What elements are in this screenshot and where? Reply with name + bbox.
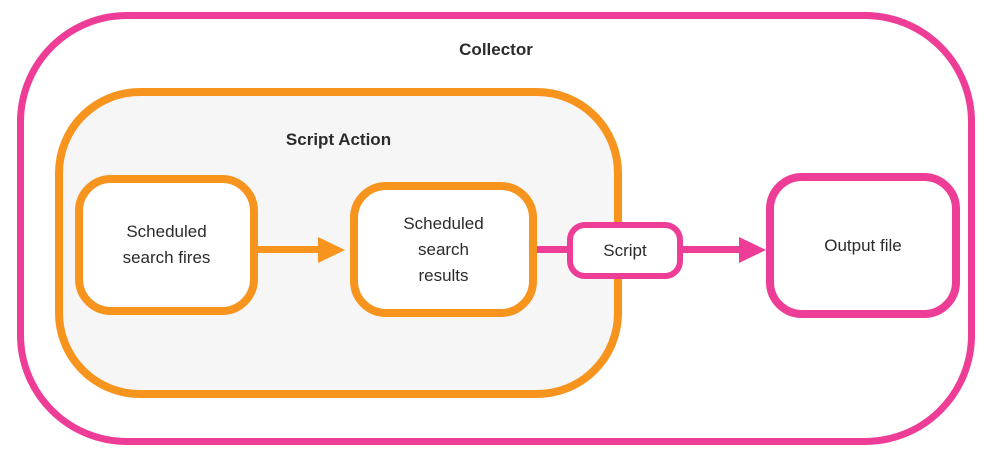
- node-script: Script: [567, 222, 683, 279]
- collector-container: Collector: [17, 12, 975, 445]
- node-scheduled-search-fires-label: Scheduled search fires: [122, 222, 211, 267]
- node-scheduled-search-fires: Scheduled search fires: [75, 175, 258, 315]
- node-scheduled-search-results: Scheduled search results: [350, 182, 537, 317]
- arrow-fires-to-results-head: [318, 237, 345, 263]
- arrow-fires-to-results-line: [256, 246, 320, 253]
- node-script-label: Script: [603, 240, 647, 260]
- script-action-label: Script Action: [285, 130, 392, 149]
- arrow-script-to-output-head: [739, 237, 766, 263]
- node-output-file-label: Output file: [824, 235, 902, 255]
- arrow-script-to-output-line: [681, 246, 741, 253]
- node-output-file: Output file: [766, 173, 960, 318]
- node-scheduled-search-results-label: Scheduled search results: [403, 213, 484, 285]
- connector-results-to-script-line: [529, 246, 571, 253]
- collector-label: Collector: [459, 40, 533, 59]
